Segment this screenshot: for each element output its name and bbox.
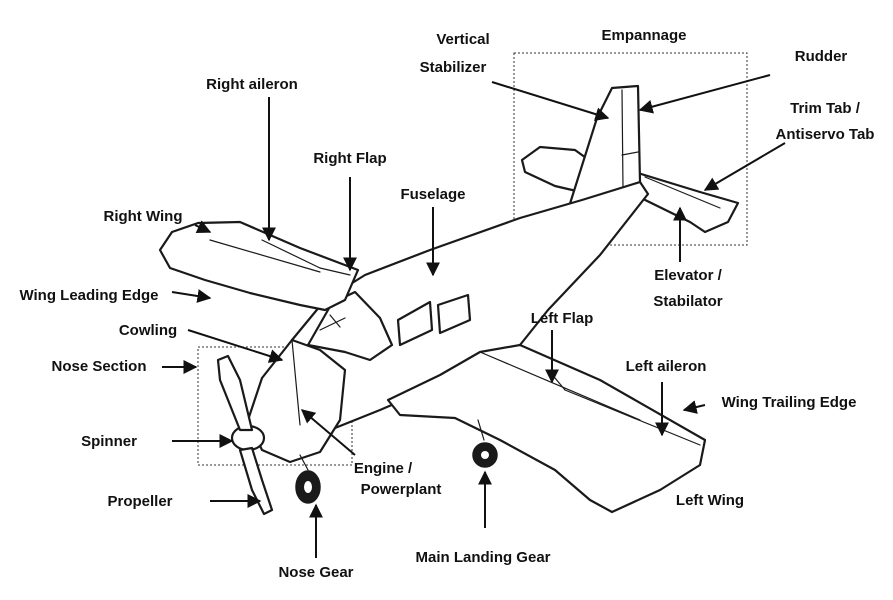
leader-arrows <box>162 74 786 558</box>
propeller-lower-blade <box>238 446 274 516</box>
empannage-box <box>513 52 748 246</box>
label-fuselage: Fuselage <box>400 186 465 203</box>
label-trim-tab-2: Antiservo Tab <box>776 126 875 143</box>
left-wing-shape <box>386 343 707 514</box>
side-window-2 <box>436 293 472 335</box>
label-spinner: Spinner <box>81 433 137 450</box>
label-trim-tab-1: Trim Tab / <box>790 100 861 117</box>
labels: Vertical Stabilizer Empannage Rudder Rig… <box>19 27 874 581</box>
label-left-wing: Left Wing <box>676 492 744 509</box>
side-window-1 <box>396 300 434 347</box>
label-engine-1: Engine / <box>354 460 413 477</box>
label-right-wing: Right Wing <box>103 208 182 225</box>
cowling-arrow <box>187 329 284 363</box>
label-wing-leading-edge: Wing Leading Edge <box>19 287 158 304</box>
label-left-aileron: Left aileron <box>626 358 707 375</box>
label-elevator-1: Elevator / <box>654 267 722 284</box>
label-right-flap: Right Flap <box>313 150 386 167</box>
engine-arrow <box>300 409 356 456</box>
right-wing-arrow <box>194 220 212 234</box>
label-main-landing-gear: Main Landing Gear <box>415 549 550 566</box>
wing-trailing-edge-arrow <box>682 400 706 414</box>
label-wing-trailing-edge: Wing Trailing Edge <box>722 394 857 411</box>
rudder-arrow <box>638 74 771 114</box>
airplane-illustration <box>158 84 740 516</box>
label-right-aileron: Right aileron <box>206 76 298 93</box>
vertical-stabilizer-arrow <box>491 81 610 121</box>
label-empannage: Empannage <box>601 27 686 44</box>
propeller-upper-blade <box>216 354 254 432</box>
label-nose-gear: Nose Gear <box>278 564 353 581</box>
label-elevator-2: Stabilator <box>653 293 722 310</box>
label-vertical-stabilizer-1: Vertical <box>436 31 489 48</box>
right-wing-shape <box>158 220 360 312</box>
label-nose-section: Nose Section <box>51 358 146 375</box>
label-vertical-stabilizer-2: Stabilizer <box>420 59 487 76</box>
trim-tab-arrow <box>703 142 786 191</box>
label-engine-2: Powerplant <box>361 481 442 498</box>
label-rudder: Rudder <box>795 48 848 65</box>
label-propeller: Propeller <box>107 493 172 510</box>
label-cowling: Cowling <box>119 322 177 339</box>
wing-leading-edge-arrow <box>171 289 212 303</box>
label-left-flap: Left Flap <box>531 310 594 327</box>
